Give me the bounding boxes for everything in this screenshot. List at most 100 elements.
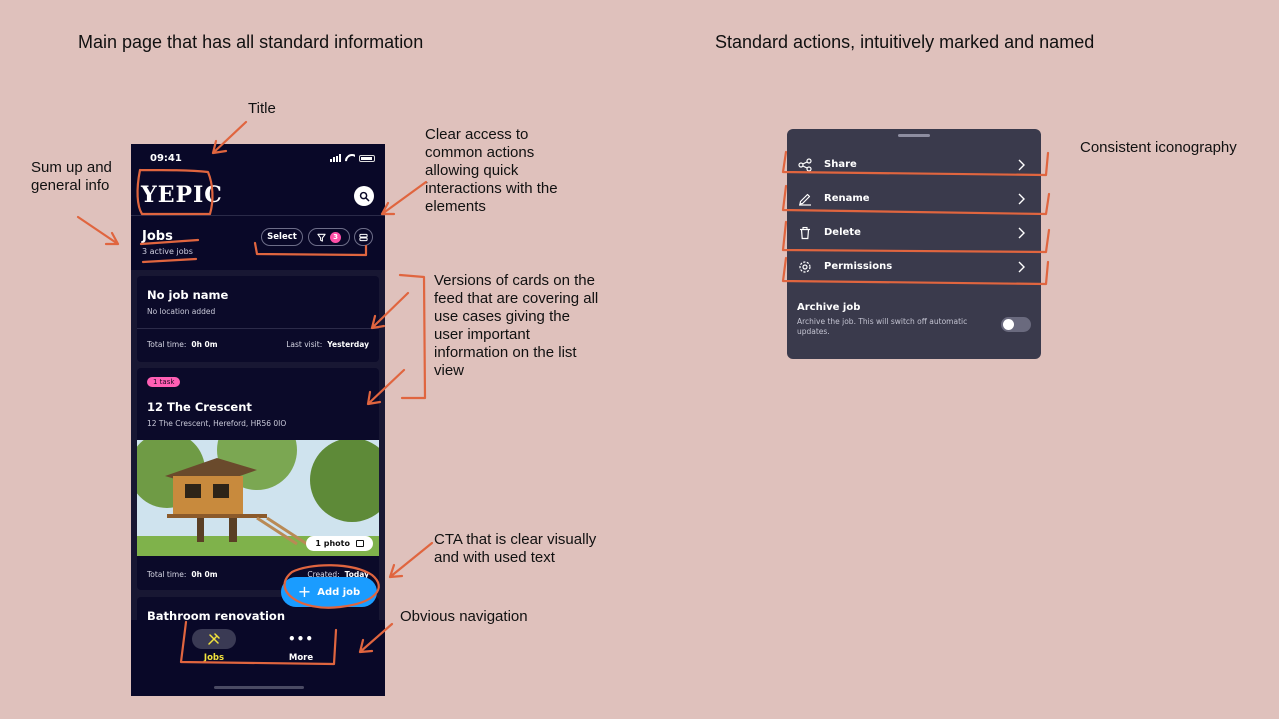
status-bar: 09:41	[131, 144, 385, 172]
cards-line: user important	[434, 326, 530, 343]
card-divider	[137, 328, 379, 329]
cards-note: Versions of cards on the feed that are c…	[434, 272, 598, 380]
tab-more[interactable]: ••• More	[271, 629, 331, 663]
total-time-value: 0h 0m	[191, 570, 218, 579]
menu-item-permissions[interactable]: Permissions	[787, 250, 1041, 284]
quick-line: allowing quick	[425, 162, 519, 179]
total-time-value: 0h 0m	[191, 340, 218, 349]
chevron-right-icon	[1018, 159, 1025, 171]
filter-button[interactable]: 3	[308, 228, 350, 246]
job-title: 12 The Crescent	[147, 400, 252, 414]
chevron-right-icon	[1018, 193, 1025, 205]
system-icons	[330, 154, 375, 162]
menu-item-delete[interactable]: Delete	[787, 216, 1041, 250]
list-view-button[interactable]	[354, 228, 373, 246]
tab-more-icon-wrap: •••	[279, 629, 323, 649]
search-button[interactable]	[354, 186, 374, 206]
filter-icon	[317, 233, 326, 242]
share-icon	[798, 158, 812, 172]
photo-count-badge[interactable]: 1 photo	[306, 536, 373, 551]
header-divider	[131, 215, 385, 216]
total-time-label: Total time:	[147, 340, 187, 349]
total-time-label: Total time:	[147, 570, 187, 579]
cards-line: feed that are covering all	[434, 290, 599, 307]
battery-icon	[359, 154, 375, 162]
menu-item-share[interactable]: Share	[787, 148, 1041, 182]
last-visit: Last visit: Yesterday	[286, 340, 369, 349]
quick-line: interactions with the	[425, 180, 558, 197]
quick-line: Clear access to	[425, 126, 529, 143]
chevron-right-icon	[1018, 261, 1025, 273]
left-heading: Main page that has all standard informat…	[78, 32, 424, 52]
more-dots-icon: •••	[287, 632, 314, 646]
archive-title: Archive job	[797, 302, 861, 313]
job-location: 12 The Crescent, Hereford, HR56 0IO	[147, 419, 287, 428]
trash-icon	[800, 226, 810, 240]
task-badge: 1 task	[147, 377, 181, 387]
gear-icon	[799, 261, 811, 273]
job-location: No location added	[147, 307, 216, 316]
job-title: Bathroom renovation	[147, 609, 286, 623]
job-feed[interactable]: No job name No location added Total time…	[131, 270, 385, 637]
total-time: Total time: 0h 0m	[147, 340, 218, 349]
plus-icon: +	[297, 582, 312, 601]
last-visit-label: Last visit:	[286, 340, 323, 349]
chevron-right-icon	[1018, 227, 1025, 239]
quick-actions-note: Clear access to common actions allowing …	[425, 126, 558, 216]
job-photo[interactable]: 1 photo	[137, 440, 379, 556]
phone-screen: 09:41 YEPIC Jobs 3 active jobs Select 3 …	[131, 144, 385, 696]
cta-line: CTA that is clear visually	[434, 531, 597, 548]
app-logo: YEPIC	[141, 182, 223, 208]
status-time: 09:41	[150, 153, 182, 164]
bottom-navigation: Jobs ••• More	[131, 620, 385, 696]
sum-up-note: Sum up and general info	[31, 159, 112, 195]
cards-line: view	[434, 362, 465, 379]
job-card[interactable]: No job name No location added Total time…	[137, 276, 379, 362]
job-title: No job name	[147, 288, 229, 302]
pencil-icon	[799, 193, 811, 206]
last-visit-value: Yesterday	[327, 340, 369, 349]
drag-handle[interactable]	[898, 134, 930, 137]
page-title: Jobs	[142, 229, 173, 244]
wifi-icon	[345, 154, 355, 162]
active-jobs-count: 3 active jobs	[142, 247, 193, 256]
quick-line: common actions	[425, 144, 535, 161]
navigation-note: Obvious navigation	[400, 608, 528, 625]
tab-jobs-icon-wrap	[192, 629, 236, 649]
gallery-icon	[356, 540, 364, 547]
iconography-note: Consistent iconography	[1080, 139, 1237, 156]
cta-note: CTA that is clear visually and with used…	[434, 531, 596, 567]
list-icon	[359, 233, 368, 241]
sum-up-line: Sum up and	[31, 159, 112, 176]
tools-icon	[208, 633, 220, 645]
right-heading: Standard actions, intuitively marked and…	[715, 32, 1095, 52]
photo-count-label: 1 photo	[315, 539, 350, 548]
menu-item-label: Permissions	[824, 261, 893, 272]
menu-item-label: Share	[824, 159, 857, 170]
action-sheet: Share Rename Delete Permissions Archive …	[787, 129, 1041, 359]
search-icon	[359, 191, 369, 201]
archive-description: Archive the job. This will switch off au…	[797, 317, 968, 336]
menu-item-label: Delete	[824, 227, 861, 238]
select-button[interactable]: Select	[261, 228, 303, 246]
menu-item-rename[interactable]: Rename	[787, 182, 1041, 216]
filter-count-badge: 3	[330, 231, 341, 243]
cards-line: use cases giving the	[434, 308, 570, 325]
cards-line: information on the list	[434, 344, 577, 361]
cards-line: Versions of cards on the	[434, 272, 595, 289]
add-job-button[interactable]: + Add job	[281, 577, 377, 607]
sum-up-line: general info	[31, 177, 110, 194]
archive-toggle[interactable]	[1001, 317, 1031, 332]
tab-label: More	[288, 653, 314, 663]
cta-line: and with used text	[434, 549, 555, 566]
tab-label: Jobs	[203, 653, 225, 663]
total-time: Total time: 0h 0m	[147, 570, 218, 579]
quick-line: elements	[425, 198, 486, 215]
tab-jobs[interactable]: Jobs	[184, 629, 244, 663]
job-card[interactable]: 1 task 12 The Crescent 12 The Crescent, …	[137, 368, 379, 590]
menu-item-label: Rename	[824, 193, 870, 204]
home-indicator	[214, 686, 304, 689]
signal-icon	[330, 154, 341, 162]
add-job-label: Add job	[317, 586, 361, 598]
title-note: Title	[248, 100, 276, 117]
